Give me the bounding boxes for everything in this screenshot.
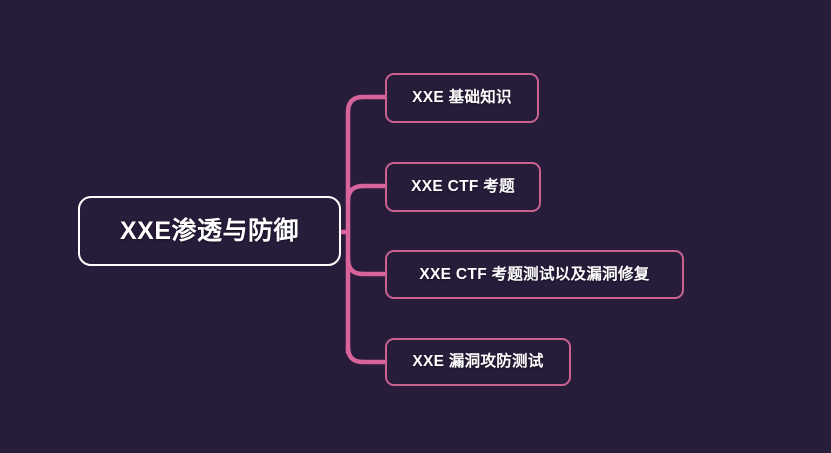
root-node[interactable]: XXE渗透与防御 [78, 196, 341, 266]
connector-branch-2 [345, 183, 388, 204]
root-node-label: XXE渗透与防御 [119, 216, 300, 245]
child-node-1-label: XXE 基础知识 [412, 89, 512, 107]
child-node-4[interactable]: XXE 漏洞攻防测试 [385, 338, 571, 386]
child-node-4-label: XXE 漏洞攻防测试 [412, 353, 544, 371]
child-node-3[interactable]: XXE CTF 考题测试以及漏洞修复 [385, 250, 684, 299]
child-node-1[interactable]: XXE 基础知识 [385, 73, 539, 123]
child-node-3-label: XXE CTF 考题测试以及漏洞修复 [419, 265, 650, 283]
connector-branch-3 [345, 256, 388, 277]
child-node-2-label: XXE CTF 考题 [411, 178, 515, 196]
connector-branch-1 [345, 94, 388, 115]
child-node-2[interactable]: XXE CTF 考题 [385, 162, 541, 212]
connector-branch-4 [345, 344, 388, 365]
